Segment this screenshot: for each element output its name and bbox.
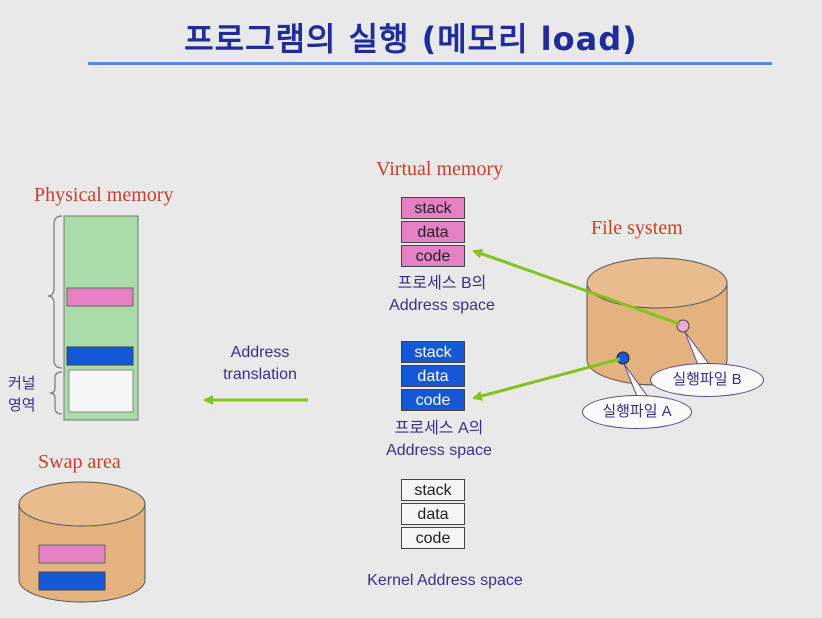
address-translation-label: Address translation: [205, 342, 315, 386]
page-title: 프로그램의 실행 (메모리 load): [184, 20, 638, 58]
file-system-cylinder-top: [586, 257, 728, 309]
process-a-address-space: stack data code: [401, 341, 465, 411]
kernel-code-segment: code: [401, 527, 465, 549]
swap-area-process-b-block: [38, 544, 106, 564]
process-b-code-segment: code: [401, 245, 465, 267]
physical-memory-process-a-block: [66, 346, 134, 366]
virtual-memory-label: Virtual memory: [376, 158, 504, 180]
process-b-caption: 프로세스 B의 Address space: [361, 273, 523, 317]
file-system-label: File system: [591, 217, 683, 239]
process-a-stack-segment: stack: [401, 341, 465, 363]
kernel-region-label: 커널 영역: [8, 372, 36, 416]
physical-memory-process-b-block: [66, 287, 134, 307]
kernel-address-space: stack data code: [401, 479, 465, 549]
process-a-caption-line1: 프로세스 A의: [394, 420, 484, 437]
physical-memory-kernel-region: [68, 369, 134, 413]
process-b-stack-segment: stack: [401, 197, 465, 219]
swap-area-process-a-block: [38, 571, 106, 591]
process-b-caption-line2: Address space: [389, 297, 495, 314]
process-b-data-segment: data: [401, 221, 465, 243]
process-a-caption-line2: Address space: [386, 442, 492, 459]
exec-file-a-dot: [616, 351, 630, 365]
process-a-data-segment: data: [401, 365, 465, 387]
exec-a-load-arrow: [472, 357, 621, 401]
address-translation-line2: translation: [223, 366, 297, 383]
address-translation-line1: Address: [230, 344, 290, 361]
exec-b-load-arrow: [472, 248, 681, 326]
process-a-code-segment: code: [401, 389, 465, 411]
exec-file-a-callout: 실행파일 A: [582, 395, 692, 429]
process-a-caption: 프로세스 A의 Address space: [358, 418, 520, 462]
kernel-stack-segment: stack: [401, 479, 465, 501]
kernel-caption: Kernel Address space: [367, 572, 523, 589]
process-b-address-space: stack data code: [401, 197, 465, 267]
kernel-data-segment: data: [401, 503, 465, 525]
kernel-region-brace: [49, 371, 63, 415]
exec-file-b-callout: 실행파일 B: [650, 363, 764, 397]
swap-area-label: Swap area: [38, 451, 121, 473]
user-region-brace: [47, 215, 63, 369]
kernel-region-label-line1: 커널: [8, 374, 36, 392]
swap-area-cylinder-top: [18, 481, 146, 527]
kernel-region-label-line2: 영역: [8, 396, 36, 414]
title-underline: [88, 62, 772, 65]
physical-memory-label: Physical memory: [34, 184, 174, 206]
exec-file-b-dot: [676, 319, 690, 333]
process-b-caption-line1: 프로세스 B의: [397, 275, 487, 292]
